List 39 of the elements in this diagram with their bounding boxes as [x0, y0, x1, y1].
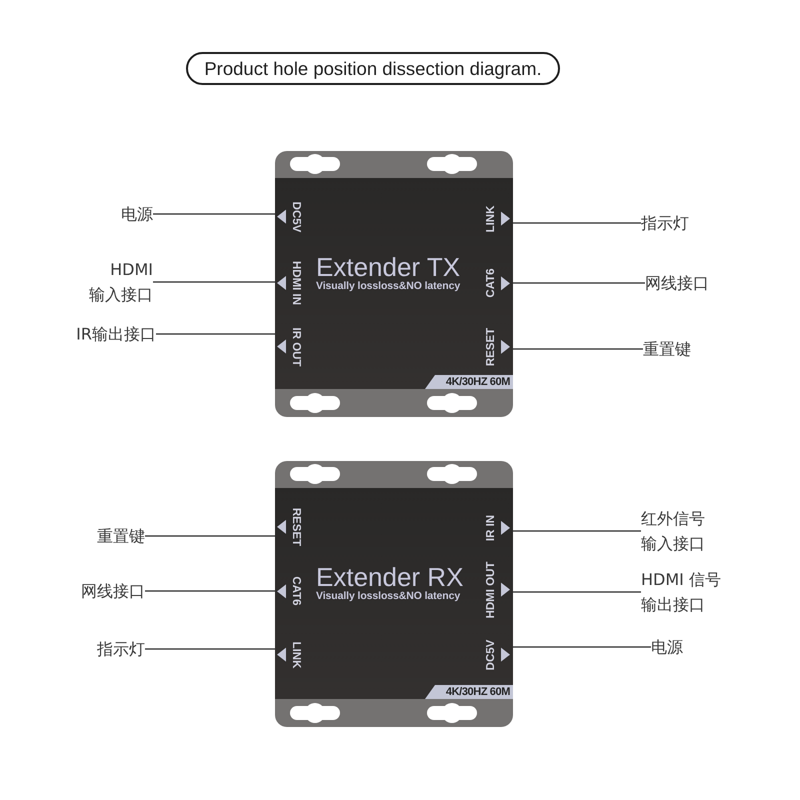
- device-name: Extender RX: [316, 562, 464, 592]
- device-tagline: Visually lossloss&NO latency: [316, 280, 460, 293]
- callout-label: 电源: [121, 202, 153, 226]
- callout-label: HDMI 信号输出接口: [641, 567, 729, 617]
- callout-label: 重置键: [97, 524, 145, 548]
- port-label: HDMI IN: [290, 260, 302, 306]
- callout-label: 网线接口: [81, 578, 145, 604]
- leader-line: [145, 648, 277, 650]
- port-label: DC5V: [485, 640, 497, 670]
- device-tagline: Visually lossloss&NO latency: [316, 590, 460, 603]
- leader-line: [145, 590, 277, 592]
- diagram-title: Product hole position dissection diagram.: [186, 52, 560, 85]
- extender-device: [275, 461, 513, 727]
- callout-label: 指示灯: [97, 636, 145, 662]
- port-label: CAT6: [485, 268, 497, 298]
- callout-label: 红外信号输入接口: [641, 506, 711, 556]
- callout-label: IR输出接口: [76, 322, 156, 346]
- spec-tag: 4K/30HZ 60M: [425, 685, 513, 699]
- callout-label: 电源: [651, 634, 683, 660]
- port-label: RESET: [485, 328, 497, 366]
- leader-line: [153, 281, 277, 283]
- port-label: LINK: [485, 206, 497, 232]
- port-label: DC5V: [290, 202, 302, 232]
- port-label: IR OUT: [290, 328, 302, 366]
- extender-device: [275, 151, 513, 417]
- leader-line: [156, 333, 277, 335]
- port-label: HDMI OUT: [485, 562, 497, 618]
- port-label: CAT6: [290, 576, 302, 606]
- callout-label: 网线接口: [645, 270, 709, 296]
- callout-label: 指示灯: [641, 210, 689, 236]
- leader-line: [145, 535, 277, 537]
- leader-line: [153, 213, 277, 215]
- port-label: RESET: [290, 508, 302, 546]
- port-label: IR IN: [485, 514, 497, 542]
- spec-tag: 4K/30HZ 60M: [425, 375, 513, 389]
- port-label: LINK: [290, 642, 302, 668]
- callout-label: 重置键: [643, 336, 691, 362]
- callout-label: HDMI 输入接口: [73, 257, 153, 307]
- device-name: Extender TX: [316, 252, 460, 282]
